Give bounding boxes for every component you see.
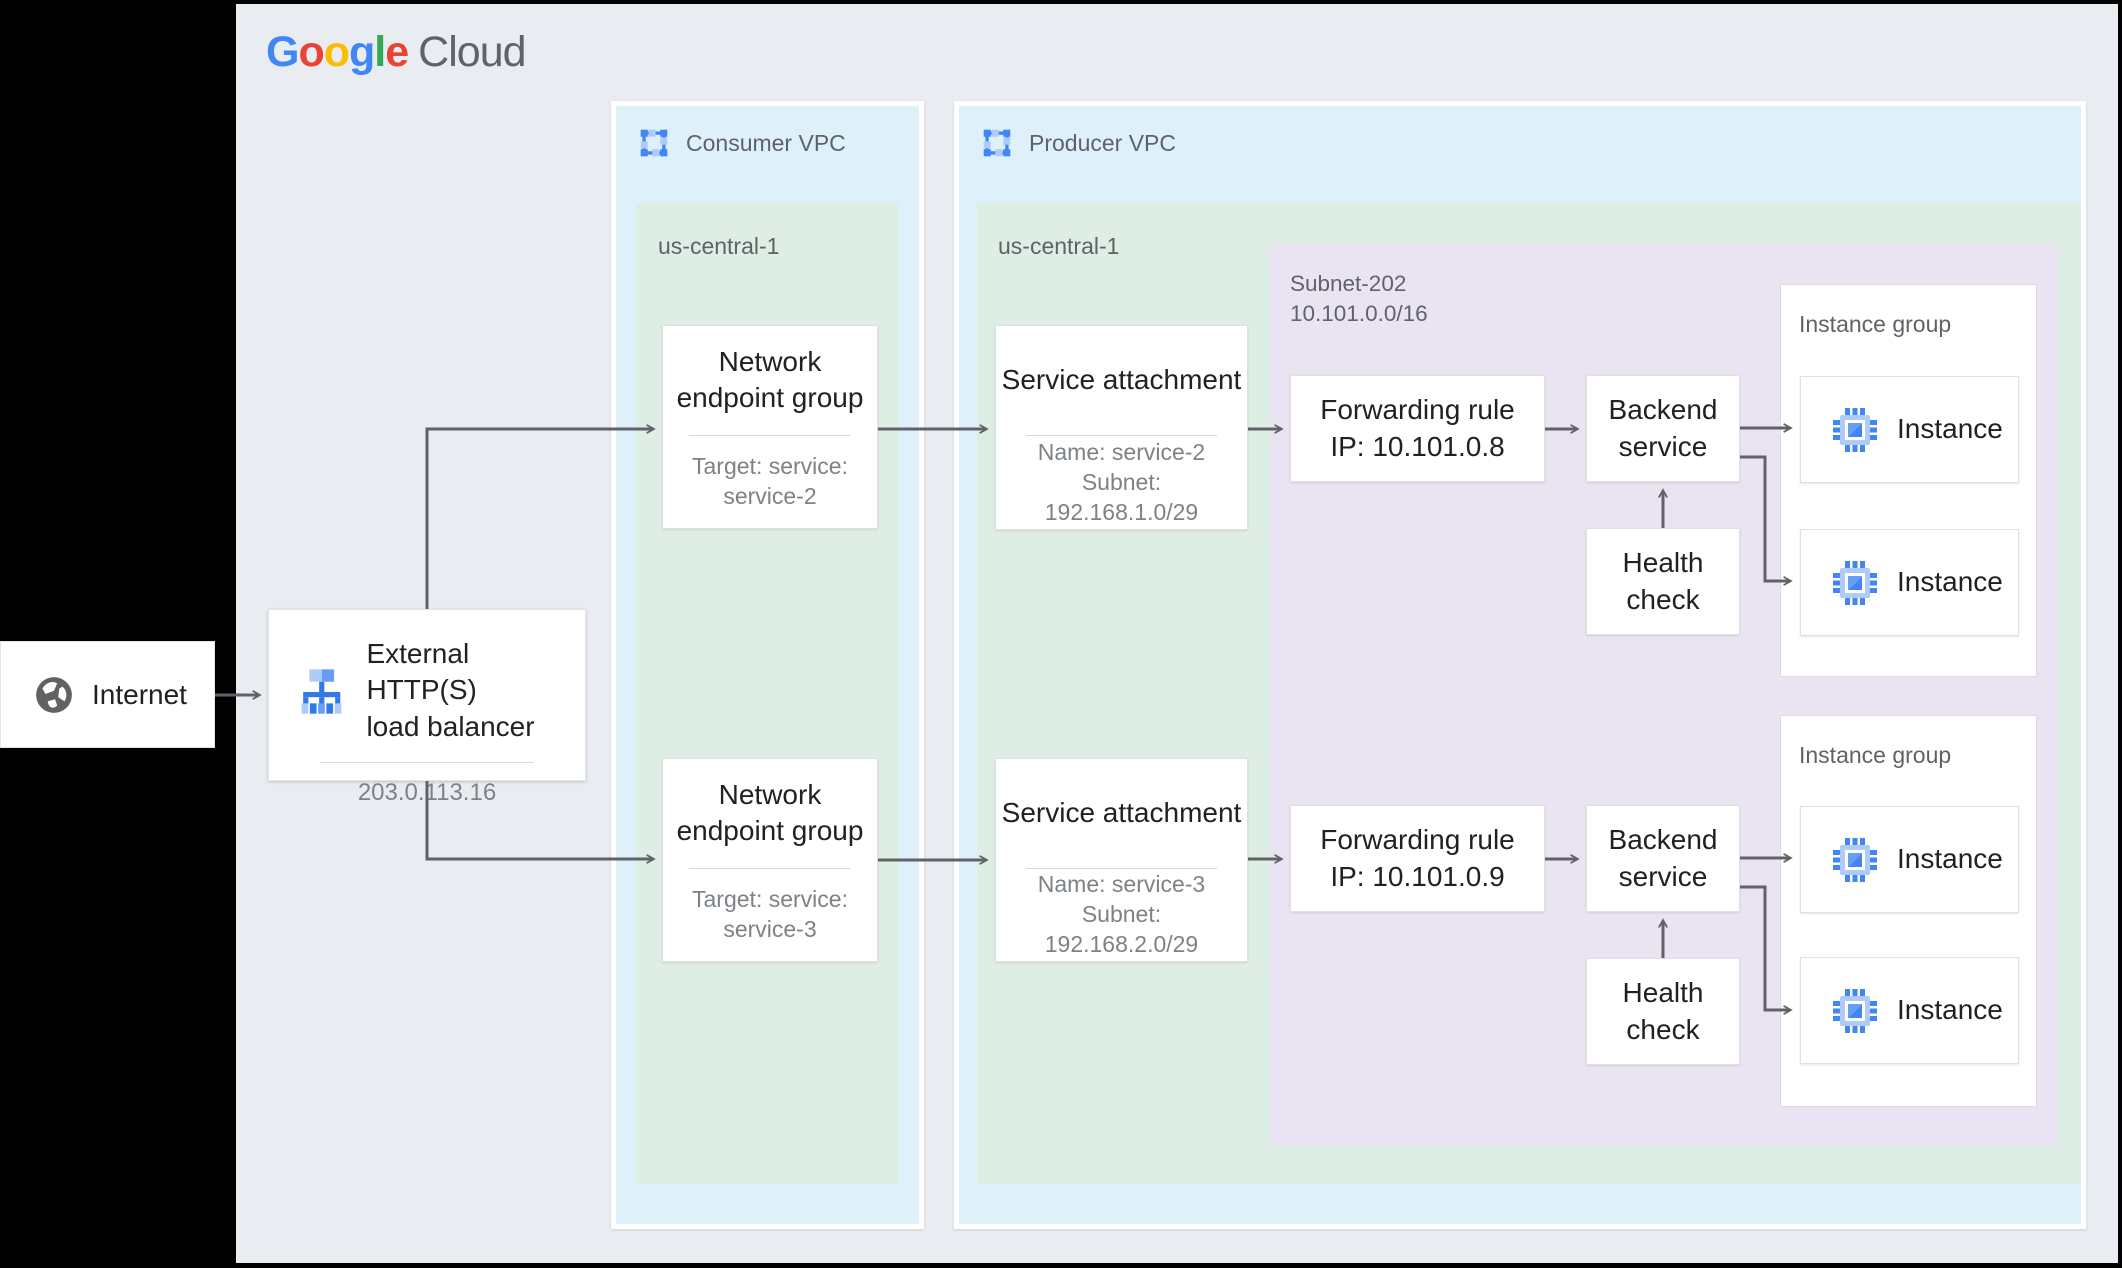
instance-group-box-2: Instance group Instance [1780, 715, 2037, 1107]
divider [319, 762, 535, 764]
logo-letter: l [374, 28, 386, 76]
consumer-vpc-label: Consumer VPC [686, 129, 846, 156]
producer-vpc-header: Producer VPC [980, 126, 1176, 160]
service-attachment-title: Service attachment [1001, 364, 1242, 396]
divider [1026, 867, 1217, 869]
load-balancer-box: External HTTP(S) load balancer 203.0.113… [268, 609, 586, 806]
instance-box: Instance [1800, 376, 2019, 483]
load-balancer-icon [301, 668, 342, 714]
logo-letter: o [298, 28, 324, 76]
service-attachment-title: Service attachment [1001, 797, 1242, 829]
instance-icon [1833, 988, 1877, 1033]
divider [688, 434, 852, 436]
load-balancer-ip: 203.0.113.16 [357, 779, 497, 807]
vpc-icon [640, 129, 668, 157]
instance-label: Instance [1897, 843, 2003, 875]
logo-cloud-text: Cloud [418, 28, 526, 76]
instance-icon [1833, 560, 1877, 605]
subnet-label: Subnet-202 10.101.0.0/16 [1290, 271, 1428, 326]
consumer-vpc-header: Consumer VPC [637, 126, 846, 160]
neg-target: Target: service:service-3 [692, 886, 848, 942]
instance-box: Instance [1800, 806, 2019, 913]
instance-label: Instance [1897, 994, 2003, 1026]
producer-vpc-label: Producer VPC [1029, 129, 1177, 156]
instance-box: Instance [1800, 529, 2019, 636]
internet-label: Internet [92, 678, 187, 710]
instance-label: Instance [1897, 413, 2003, 445]
instance-box: Instance [1800, 957, 2019, 1064]
logo-letter: g [349, 28, 375, 76]
divider [1026, 435, 1217, 437]
neg-target: Target: service:service-2 [692, 453, 848, 509]
consumer-region-label: us-central-1 [658, 233, 780, 259]
producer-region-label: us-central-1 [998, 233, 1120, 259]
load-balancer-title: External HTTP(S) load balancer [366, 638, 535, 742]
instance-label: Instance [1897, 566, 2003, 598]
logo-letter: o [323, 28, 350, 76]
instance-group-box-1: Instance group Instance [1780, 284, 2037, 677]
divider [688, 867, 852, 869]
vpc-icon [983, 129, 1011, 157]
globe-icon [36, 676, 72, 713]
instance-icon [1833, 407, 1877, 452]
instance-group-label: Instance group [1799, 742, 1952, 768]
instance-icon [1833, 837, 1877, 882]
internet-box: Internet [0, 641, 215, 748]
logo-letter: G [266, 28, 299, 76]
instance-group-label: Instance group [1799, 311, 1952, 337]
logo-letter: e [385, 28, 409, 76]
